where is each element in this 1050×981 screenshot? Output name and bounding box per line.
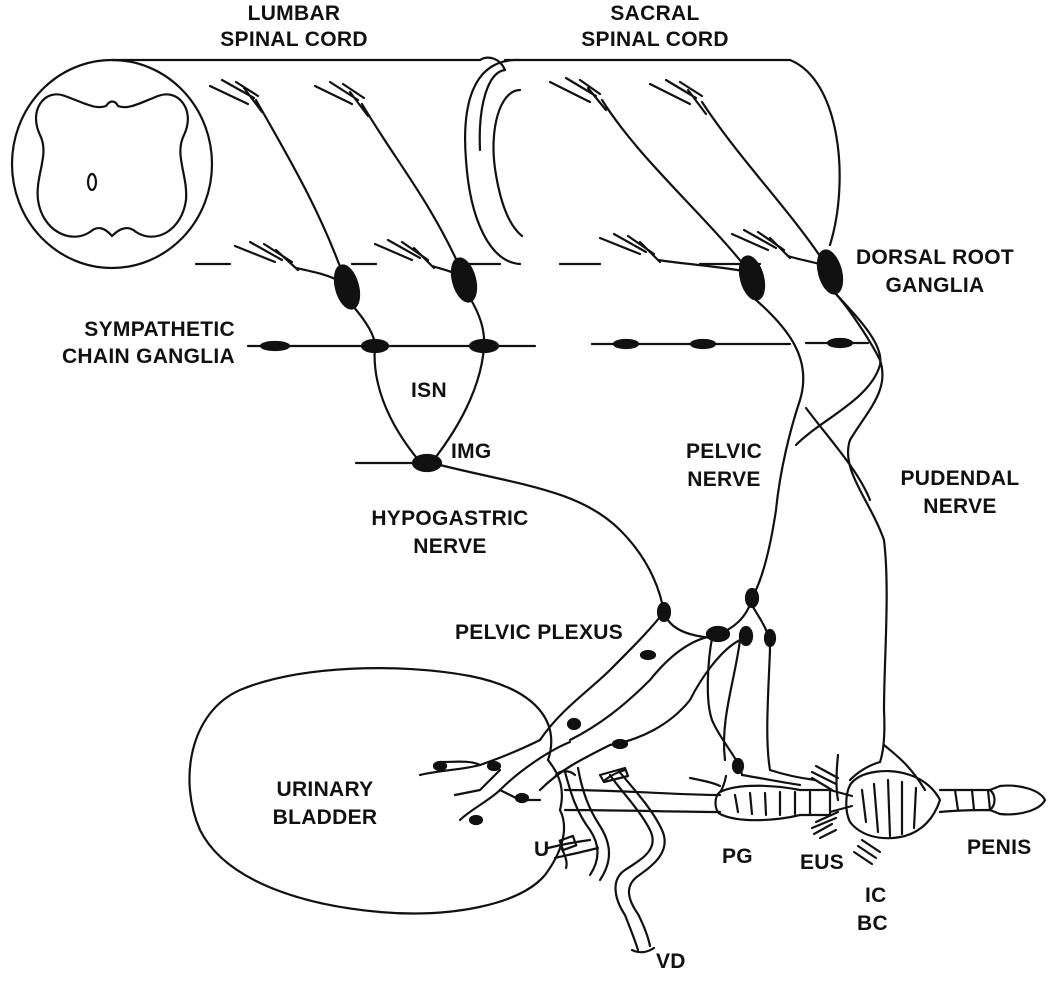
- label-eus: EUS: [800, 851, 845, 874]
- ureter-end: [558, 834, 578, 852]
- prostate-gland-outline: [714, 784, 832, 822]
- label-pg: PG: [722, 845, 753, 868]
- penis-shaft: [938, 784, 1047, 816]
- label-ic: IC: [865, 884, 887, 907]
- lumbar-dorsal-roots: [208, 78, 464, 286]
- intermesenteric-nerves: [350, 296, 486, 473]
- lumbar-central-canal: [86, 172, 98, 192]
- label-pelvic-nerve: NERVE: [687, 468, 761, 491]
- label-lumbar-spinal-cord: SPINAL CORD: [220, 28, 368, 51]
- sympathetic-chain: [246, 337, 870, 354]
- label-dorsal-root: DORSAL ROOT: [855, 246, 1015, 269]
- pudendal-nerve-path: [834, 292, 888, 764]
- urinary-bladder: [188, 667, 612, 915]
- label-img: IMG: [451, 440, 492, 463]
- label-pelvic: PELVIC: [685, 440, 763, 463]
- hypogastric-nerve-path: [438, 463, 666, 614]
- label-penis: PENIS: [967, 836, 1032, 859]
- lumbar-spinal-cord: [10, 58, 502, 270]
- label-ganglia: GANGLIA: [885, 274, 985, 297]
- label-hypogastric-nerve: NERVE: [413, 535, 487, 558]
- ureter: [546, 766, 611, 882]
- drg-lumbar-1: [333, 264, 361, 310]
- img-ganglion: [411, 453, 443, 473]
- label-lumbar: LUMBAR: [247, 2, 341, 25]
- label-sympathetic: SYMPATHETIC: [84, 318, 235, 341]
- dorsal-root-ganglia: [333, 249, 844, 310]
- label-pudendal: PUDENDAL: [900, 467, 1020, 490]
- label-pudendal-nerve: NERVE: [923, 495, 997, 518]
- label-isn: ISN: [411, 379, 447, 402]
- urethra-and-penis: [563, 743, 1047, 866]
- label-chain-ganglia: CHAIN GANGLIA: [61, 345, 235, 368]
- bulb-outline: [845, 770, 942, 840]
- sacral-dorsal-roots: [548, 76, 828, 274]
- drg-lumbar-2: [450, 257, 478, 303]
- bladder-outline: [188, 667, 565, 915]
- label-u: U: [534, 838, 550, 861]
- label-bc: BC: [857, 912, 888, 935]
- label-bladder: BLADDER: [272, 806, 378, 829]
- sacral-spinal-cord: [464, 56, 841, 266]
- label-sacral-spinal-cord: SPINAL CORD: [581, 28, 729, 51]
- label-hypogastric: HYPOGASTRIC: [371, 507, 529, 530]
- lumbar-gray-matter: [34, 93, 189, 238]
- drg-sacral-1: [738, 255, 766, 301]
- vas-deferens: [598, 766, 666, 954]
- label-urinary: URINARY: [276, 778, 374, 801]
- label-sacral: SACRAL: [610, 2, 700, 25]
- label-pelvic-plexus: PELVIC PLEXUS: [455, 621, 624, 644]
- label-vd: VD: [656, 950, 686, 973]
- pelvic-nerve-path: [750, 298, 805, 600]
- pelvic-plexus: [538, 587, 777, 777]
- sacral-cord-outline: [464, 58, 522, 266]
